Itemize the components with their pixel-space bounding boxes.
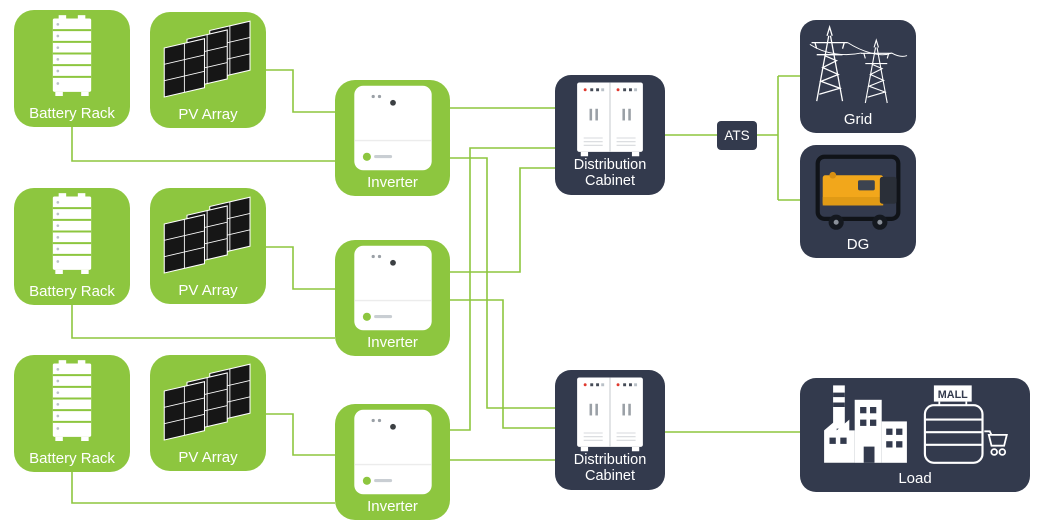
- grid-towers-icon: [809, 24, 908, 104]
- battery-rack-node-3: Battery Rack: [14, 355, 130, 472]
- pv-array-node-3: PV Array: [150, 355, 266, 471]
- wire-pv1-inverter1: [266, 69, 335, 113]
- pv-array-node-1: PV Array: [150, 12, 266, 128]
- battery-rack-node-2: Battery Rack: [14, 188, 130, 305]
- battery-rack-icon: [52, 360, 92, 441]
- distribution-cabinet-node-1: Distribution Cabinet: [555, 75, 665, 195]
- inverter-node-1: Inverter: [335, 80, 450, 196]
- inverter-node-2: Inverter: [335, 240, 450, 356]
- factory-icon: [824, 385, 907, 463]
- distribution-cabinet-node-2: Distribution Cabinet: [555, 370, 665, 490]
- pv-array-node-2: PV Array: [150, 188, 266, 304]
- inverter-label: Inverter: [367, 334, 418, 351]
- transmission-tower-large: [811, 24, 848, 102]
- battery-rack-label: Battery Rack: [29, 283, 115, 300]
- mall-sign-text: MALL: [938, 389, 968, 401]
- battery-rack-icon: [52, 15, 92, 96]
- inverter-icon: [353, 409, 432, 495]
- wire-battery1-inverter1: [71, 127, 335, 162]
- dg-label: DG: [846, 236, 870, 253]
- battery-rack-node-1: Battery Rack: [14, 10, 130, 127]
- shopping-cart-icon: [984, 430, 1008, 456]
- pv-array-label: PV Array: [178, 449, 238, 466]
- wire-inverter2-cabinet1: [450, 167, 555, 273]
- dg-node: DG: [800, 145, 916, 258]
- ats-node: ATS: [717, 121, 757, 150]
- load-label: Load: [898, 470, 932, 487]
- cabinet-door-left: [583, 383, 605, 441]
- wire-inverter2-cabinet2: [450, 299, 555, 429]
- inverter-label: Inverter: [367, 498, 418, 515]
- battery-rack-label: Battery Rack: [29, 105, 115, 122]
- grid-node: Grid: [800, 20, 916, 133]
- ats-label: ATS: [724, 128, 750, 143]
- load-node: MALL Load: [800, 378, 1030, 492]
- cabinet-door-right: [616, 88, 638, 146]
- distribution-cabinet-icon: [577, 377, 643, 452]
- wire-pv2-inverter2: [266, 246, 335, 290]
- grid-label: Grid: [843, 111, 873, 128]
- distribution-cabinet-label: Distribution Cabinet: [573, 156, 647, 189]
- wire-battery2-inverter2: [71, 305, 335, 339]
- diesel-generator-icon: [815, 154, 901, 230]
- pv-array-label: PV Array: [178, 282, 238, 299]
- wire-pv3-inverter3: [266, 413, 335, 456]
- wire-inverter1-cabinet2: [450, 157, 555, 409]
- battery-rack-icon: [52, 193, 92, 274]
- inverter-label: Inverter: [367, 174, 418, 191]
- cabinet-door-right: [616, 383, 638, 441]
- mall-icon: MALL: [923, 385, 1008, 464]
- distribution-cabinet-label: Distribution Cabinet: [573, 451, 647, 484]
- inverter-icon: [353, 85, 432, 171]
- inverter-icon: [353, 245, 432, 331]
- load-icon: MALL: [824, 385, 1008, 464]
- pv-array-icon: [163, 363, 251, 441]
- transmission-tower-small: [860, 38, 892, 104]
- cabinet-door-left: [583, 88, 605, 146]
- wire-inverter3-cabinet1: [450, 147, 555, 431]
- distribution-cabinet-icon: [577, 82, 643, 157]
- pv-array-label: PV Array: [178, 106, 238, 123]
- pv-array-icon: [163, 20, 251, 98]
- wire-battery3-inverter3: [71, 472, 335, 504]
- pv-array-icon: [163, 196, 251, 274]
- battery-rack-label: Battery Rack: [29, 450, 115, 467]
- inverter-node-3: Inverter: [335, 404, 450, 520]
